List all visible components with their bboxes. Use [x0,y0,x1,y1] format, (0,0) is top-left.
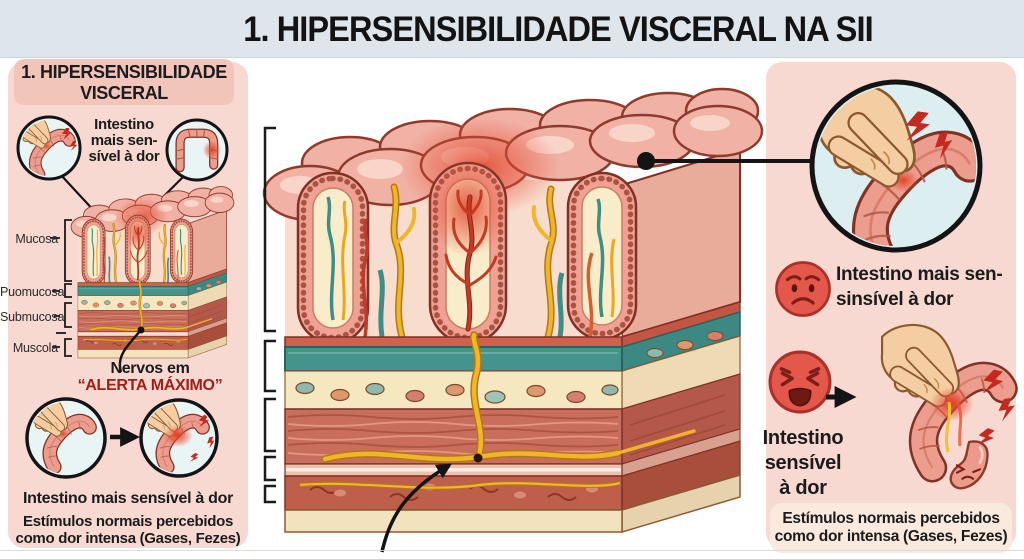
right-caption-mid-line1: Intestino [762,427,844,449]
right-caption-top-line2: sinsível à dor [836,289,954,310]
layer-label-submucosa: Submucosa [0,310,65,324]
right-caption-top-line1: Intestino mais sen- [836,264,1003,285]
left-heading-line2: VISCERAL [80,82,168,103]
nerve-label-line [118,329,142,373]
left-heading-line1: 1. HIPERSENSIBILIDADE [21,62,227,82]
center-layer-brackets [263,126,276,504]
left-sensitive-caption: Intestino mais sen- sível à dor [88,116,160,165]
right-stimuli-line1: Estímulos normais percebidos [782,510,1000,527]
title-bar [0,0,1024,58]
central-intestinal-wall [264,89,762,532]
mini-intestinal-wall [69,185,236,360]
right-stimuli-line2: como dor intensa (Gases, Fezes) [774,528,1008,545]
callout-dot [637,152,655,170]
normal-pinch-circle-frame [25,397,107,479]
layer-label-puomucosa: Puomucosa [0,285,65,299]
bottom-rule [0,550,1024,551]
angry-stomach [949,440,989,490]
right-stimuli-box [770,503,1012,553]
left-panel-heading: 1. HIPERSENSIBILIDADE VISCERAL [14,59,234,105]
right-panel-artwork [768,79,1017,490]
layer-label-muscola: Muscola [12,341,58,355]
layer-label-mucosa: Mucosa [15,232,58,246]
worried-face [774,260,832,318]
nerves-label-line1: Nervos em [110,360,190,377]
left-panel-artwork [16,115,236,479]
inflamed-gut-pinch [882,325,1017,468]
page-title: 1. HIPERSENSIBILIDADE VISCERAL NA SII [243,10,873,49]
right-caption-mid-line2: sensível [764,452,842,474]
nerves-alert-label: “ALERTA MÁXIMO” [77,377,223,394]
agony-face [768,350,832,414]
left-stimuli-line2: como dor intensa (Gases, Fezes) [15,530,241,547]
left-bottom-caption: Intestino mais sensível à dor [22,490,234,507]
nerve-plexus-arrow [380,463,452,553]
left-stimuli-line1: Estímulos normais percebidos [23,513,233,530]
pain-pinch-circle-content [142,395,214,466]
mini-layer-brackets [50,219,72,357]
right-caption-mid-line3: à dor [779,477,827,499]
